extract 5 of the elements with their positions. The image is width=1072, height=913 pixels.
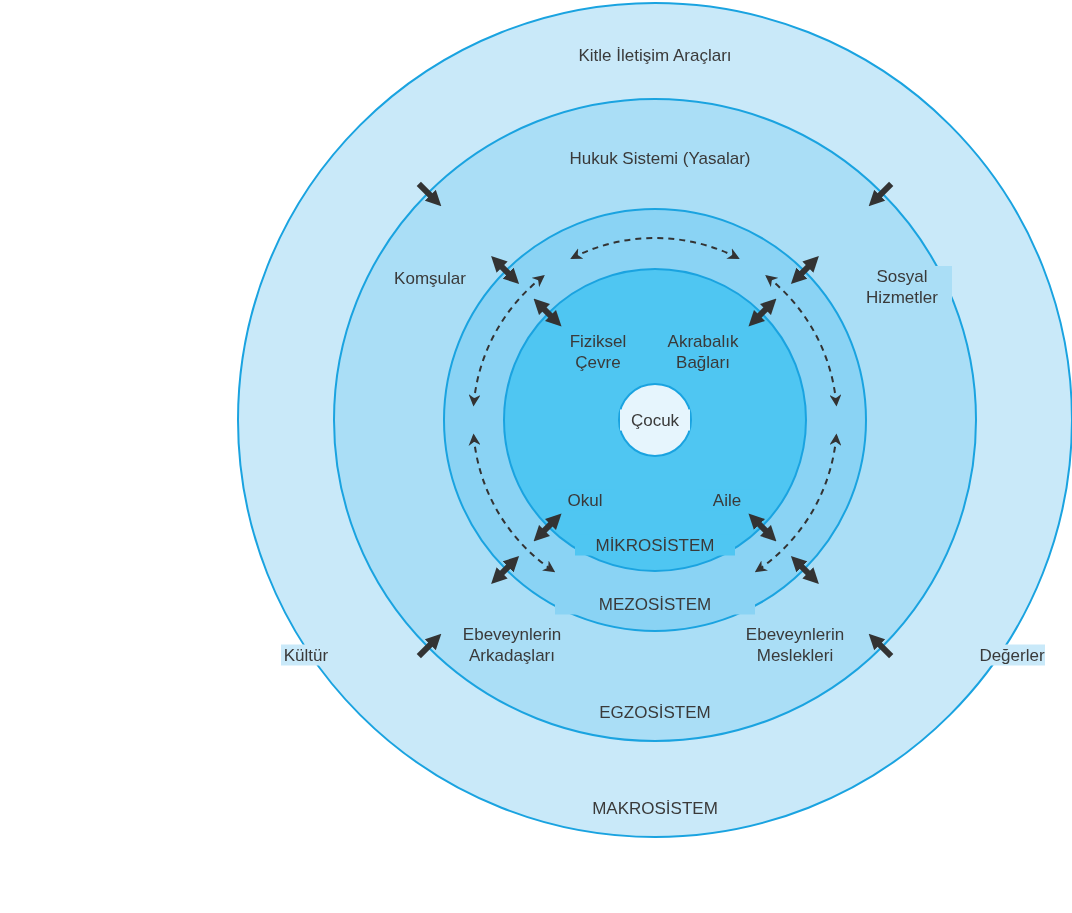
system-label: MEZOSİSTEM bbox=[555, 593, 755, 615]
system-label: Değerler bbox=[979, 644, 1045, 666]
system-label: Kültür bbox=[281, 644, 331, 666]
system-label: MİKROSİSTEM bbox=[575, 534, 735, 556]
center-label: Çocuk bbox=[620, 409, 690, 431]
